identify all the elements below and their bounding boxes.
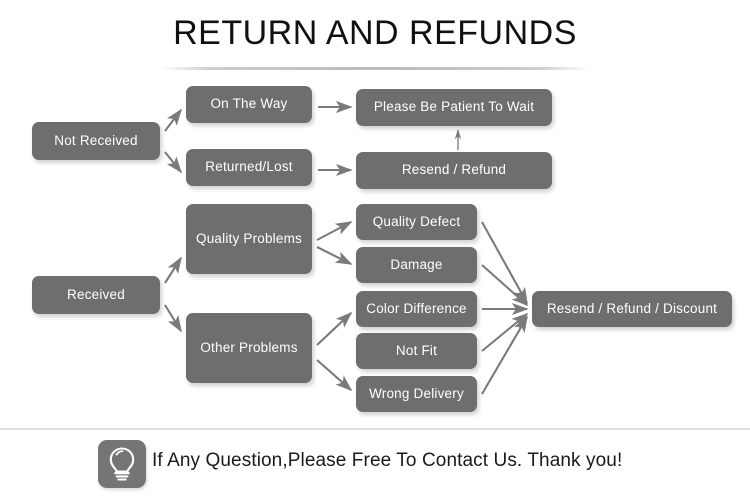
node-resend-refund[interactable]: Resend / Refund bbox=[356, 152, 552, 189]
node-label: Resend / Refund bbox=[401, 162, 507, 178]
footer-message: If Any Question,Please Free To Contact U… bbox=[152, 450, 623, 471]
node-label: Not Fit bbox=[395, 342, 438, 358]
node-other-problems[interactable]: Other Problems bbox=[186, 313, 312, 383]
edge-other-problems-to-wrong-delivery bbox=[316, 359, 353, 392]
node-label: Wrong Delivery bbox=[369, 385, 464, 401]
edge-quality-defect-to-resend-refund-discount bbox=[481, 221, 528, 305]
title-divider bbox=[160, 67, 590, 70]
edge-received-to-other-problems bbox=[164, 304, 182, 333]
node-please-be-patient-to-wait[interactable]: Please Be Patient To Wait bbox=[356, 89, 552, 126]
edge-received-to-quality-problems bbox=[164, 256, 182, 284]
footer-divider bbox=[0, 428, 750, 430]
node-label: Not Received bbox=[54, 132, 138, 148]
node-resend-refund-discount[interactable]: Resend / Refund / Discount bbox=[532, 291, 732, 327]
node-damage[interactable]: Damage bbox=[356, 247, 477, 283]
edge-other-problems-to-color-difference bbox=[316, 311, 353, 346]
edge-quality-problems-to-quality-defect bbox=[316, 221, 353, 241]
node-label: Damage bbox=[390, 256, 443, 272]
node-quality-defect[interactable]: Quality Defect bbox=[356, 204, 477, 240]
node-label: Resend / Refund / Discount bbox=[546, 300, 718, 316]
node-wrong-delivery[interactable]: Wrong Delivery bbox=[356, 376, 477, 412]
node-color-difference[interactable]: Color Difference bbox=[356, 291, 477, 327]
lightbulb-icon bbox=[98, 440, 146, 488]
edge-not-received-to-returned-lost bbox=[164, 151, 183, 174]
edge-not-fit-to-resend-refund-discount bbox=[481, 312, 529, 352]
node-not-received[interactable]: Not Received bbox=[32, 122, 160, 160]
edge-quality-problems-to-damage bbox=[316, 246, 353, 265]
node-on-the-way[interactable]: On The Way bbox=[186, 86, 312, 123]
node-received[interactable]: Received bbox=[32, 276, 160, 314]
node-returned-lost[interactable]: Returned/Lost bbox=[186, 149, 312, 186]
node-label: Returned/Lost bbox=[205, 159, 293, 175]
node-quality-problems[interactable]: Quality Problems bbox=[186, 204, 312, 274]
edge-not-received-to-on-the-way bbox=[164, 108, 183, 132]
node-label: Quality Defect bbox=[372, 213, 461, 229]
edge-wrong-delivery-to-resend-refund-discount bbox=[481, 315, 528, 395]
node-not-fit[interactable]: Not Fit bbox=[356, 333, 477, 369]
edge-damage-to-resend-refund-discount bbox=[481, 264, 529, 307]
node-label: Please Be Patient To Wait bbox=[373, 99, 535, 115]
node-label: Color Difference bbox=[366, 300, 467, 316]
node-label: Quality Problems bbox=[196, 230, 302, 246]
page-title: RETURN AND REFUNDS bbox=[173, 14, 577, 52]
node-label: On The Way bbox=[210, 96, 288, 112]
node-label: Received bbox=[67, 286, 125, 302]
node-label: Other Problems bbox=[200, 339, 298, 355]
